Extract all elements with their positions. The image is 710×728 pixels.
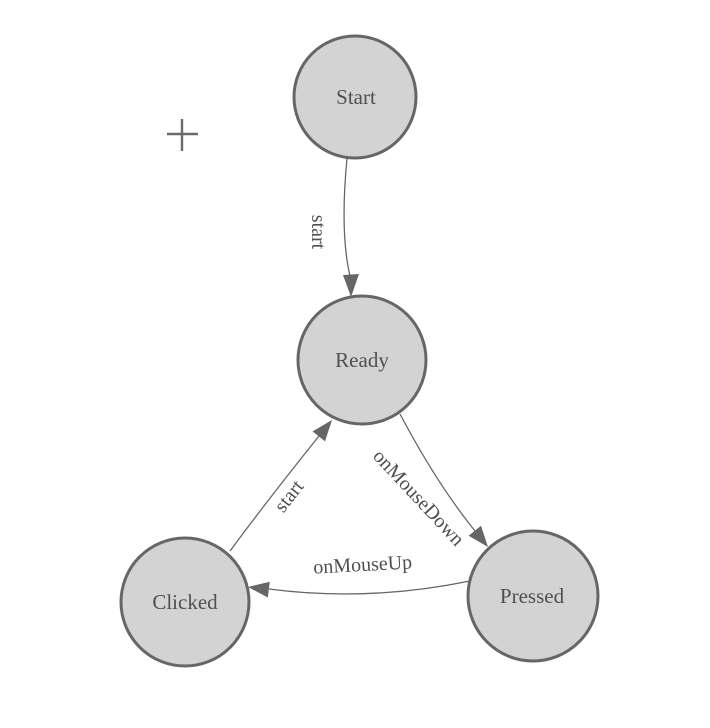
arrowhead-icon (312, 420, 332, 442)
edge-label-onmousedown[interactable]: onMouseDown (368, 445, 468, 550)
node-clicked-circle[interactable] (119, 536, 251, 668)
edge-line[interactable] (399, 413, 476, 532)
edge-line[interactable] (343, 157, 351, 277)
edge-label-start-bottom[interactable]: start (270, 476, 309, 517)
node-ready[interactable]: Ready (296, 294, 428, 426)
arrowhead-icon (343, 274, 359, 297)
edge-pressed-to-clicked[interactable]: onMouseUp (248, 551, 471, 598)
edge-start-to-ready[interactable]: start (307, 157, 359, 297)
node-ready-label: Ready (335, 348, 389, 372)
edge-label-start-top[interactable]: start (307, 215, 329, 250)
edge-label-onmouseup[interactable]: onMouseUp (313, 551, 413, 578)
crosshair-cursor-icon (167, 119, 198, 151)
edge-ready-to-pressed[interactable]: onMouseDown (368, 413, 488, 551)
arrowhead-icon (248, 581, 270, 598)
edge-line[interactable] (268, 580, 471, 595)
node-start-circle[interactable] (292, 34, 418, 160)
node-ready-circle[interactable] (296, 294, 428, 426)
arrowhead-icon (468, 525, 488, 547)
edge-line[interactable] (229, 435, 320, 552)
node-start-label: Start (336, 85, 376, 109)
node-clicked[interactable]: Clicked (119, 536, 251, 668)
node-pressed-circle[interactable] (466, 529, 600, 663)
edge-clicked-to-ready[interactable]: start (229, 420, 332, 552)
node-pressed[interactable]: Pressed (466, 529, 600, 663)
node-pressed-label: Pressed (500, 584, 565, 608)
node-start[interactable]: Start (292, 34, 418, 160)
node-clicked-label: Clicked (152, 590, 218, 614)
